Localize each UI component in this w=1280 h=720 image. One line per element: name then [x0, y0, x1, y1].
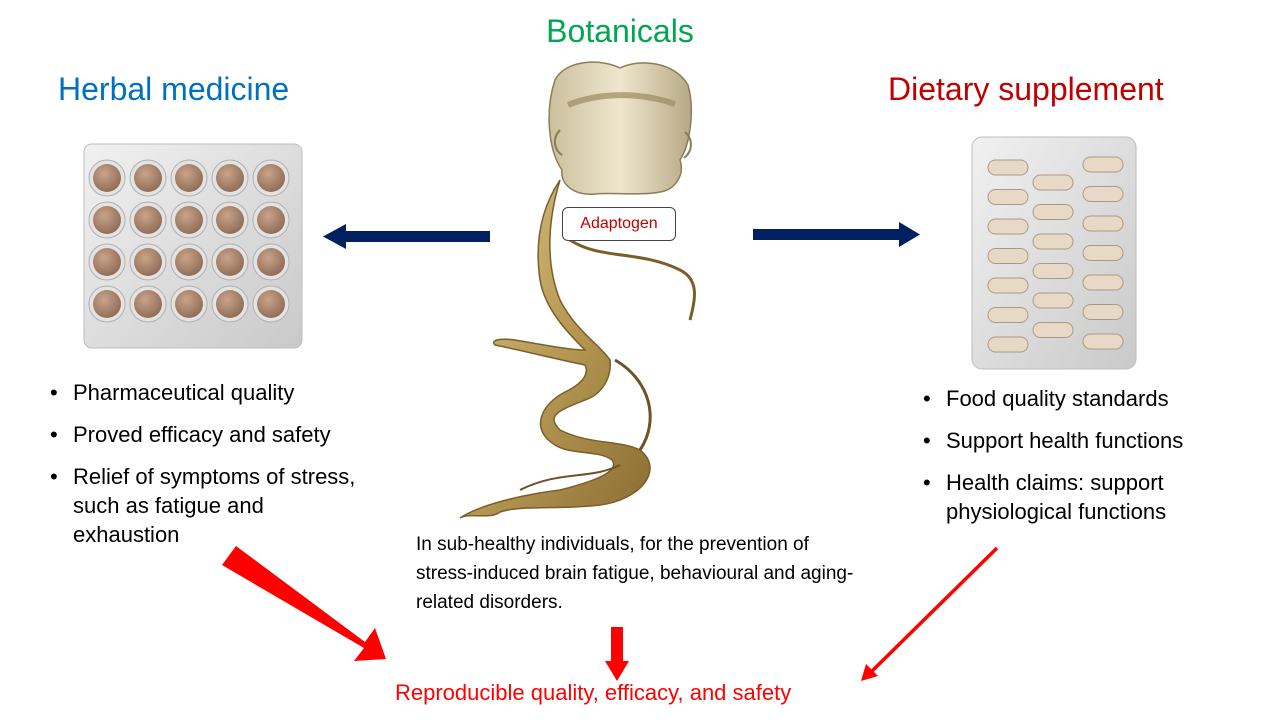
- tablet: [134, 290, 162, 318]
- capsule: [987, 248, 1029, 264]
- bullet-item: Food quality standards: [919, 384, 1239, 413]
- capsule: [1082, 245, 1124, 261]
- tablet: [93, 290, 121, 318]
- bullet-item: Relief of symptoms of stress, such as fa…: [46, 462, 376, 549]
- capsule: [987, 159, 1029, 176]
- tablet: [216, 164, 244, 192]
- arrow-to-herbal-medicine: [323, 224, 490, 249]
- tablet: [93, 164, 121, 192]
- tablet: [134, 206, 162, 234]
- tablet: [175, 164, 203, 192]
- herbal-medicine-title: Herbal medicine: [58, 71, 290, 107]
- tablet: [257, 206, 285, 234]
- capsule: [987, 218, 1029, 235]
- tablet: [175, 290, 203, 318]
- capsule: [1032, 204, 1074, 220]
- arrow-center-to-outcome: [605, 627, 629, 681]
- tablet: [216, 206, 244, 234]
- tablet: [216, 290, 244, 318]
- arrow-dietary-to-outcome: [861, 546, 999, 681]
- herbal-medicine-bullets: Pharmaceutical quality Proved efficacy a…: [46, 378, 376, 562]
- capsule: [1082, 186, 1124, 202]
- tablet: [134, 248, 162, 276]
- indication-text: In sub-healthy individuals, for the prev…: [416, 534, 854, 613]
- capsule: [1032, 292, 1074, 309]
- bullet-item: Pharmaceutical quality: [46, 378, 376, 407]
- capsule: [1082, 274, 1124, 291]
- capsule: [987, 277, 1029, 294]
- bullet-item: Support health functions: [919, 426, 1239, 455]
- capsule-blister-image: [971, 136, 1137, 370]
- dietary-supplement-title: Dietary supplement: [888, 71, 1164, 107]
- adaptogen-text: Adaptogen: [580, 215, 658, 232]
- tablet-blister-image: [83, 143, 303, 349]
- capsule: [987, 307, 1029, 323]
- botanicals-title: Botanicals: [546, 13, 694, 49]
- capsule: [1032, 322, 1074, 338]
- tablet: [257, 248, 285, 276]
- tablet: [175, 206, 203, 234]
- dietary-supplement-bullets: Food quality standards Support health fu…: [919, 384, 1239, 539]
- tablet: [257, 164, 285, 192]
- capsule: [987, 336, 1029, 353]
- bullet-item: Health claims: support physiological fun…: [919, 468, 1239, 526]
- outcome-text: Reproducible quality, efficacy, and safe…: [395, 680, 792, 705]
- capsule: [1032, 263, 1074, 279]
- capsule: [987, 189, 1029, 205]
- botanical-root-image: [459, 61, 696, 519]
- capsule: [1082, 215, 1124, 232]
- arrow-herbal-to-outcome: [222, 546, 386, 661]
- capsule: [1032, 233, 1074, 250]
- tablet: [216, 248, 244, 276]
- bullet-item: Proved efficacy and safety: [46, 420, 376, 449]
- tablet: [257, 290, 285, 318]
- tablet: [93, 248, 121, 276]
- arrow-to-dietary-supplement: [753, 222, 920, 247]
- tablet: [93, 206, 121, 234]
- capsule: [1082, 304, 1124, 320]
- adaptogen-label: Adaptogen: [562, 207, 676, 241]
- capsule: [1082, 333, 1124, 350]
- tablet: [134, 164, 162, 192]
- capsule: [1032, 174, 1074, 191]
- tablet: [175, 248, 203, 276]
- capsule: [1082, 156, 1124, 173]
